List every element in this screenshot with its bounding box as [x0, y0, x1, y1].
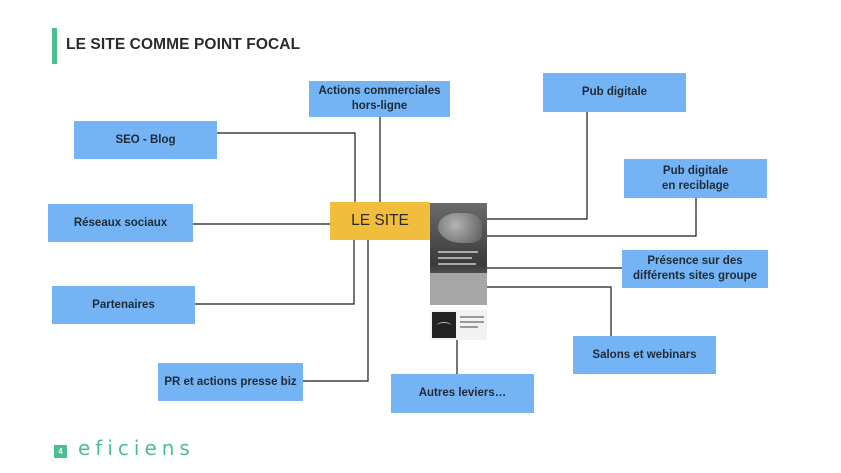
page-number: 4	[54, 445, 67, 458]
node-presence-sites-groupe: Présence sur des différents sites groupe	[622, 250, 768, 288]
title-accent-bar	[52, 28, 57, 64]
mock-lower-section	[430, 273, 487, 305]
website-screenshot-image	[430, 203, 487, 305]
connector-pub-ciblage	[487, 198, 697, 237]
connector-salons	[487, 286, 612, 336]
website-thumbnail-image	[430, 310, 487, 340]
mock-text-line	[438, 251, 478, 253]
page-title: LE SITE COMME POINT FOCAL	[66, 36, 301, 53]
mock-text-line	[460, 321, 484, 323]
node-salons-webinars: Salons et webinars	[573, 336, 716, 374]
node-pr-actions-presse: PR et actions presse biz	[158, 363, 303, 401]
thumbnail-dark-image	[432, 312, 456, 338]
connector-pub	[487, 112, 588, 220]
brand-logo: eficiens	[78, 436, 195, 460]
node-autres-leviers: Autres leviers…	[391, 374, 534, 413]
center-node-le-site: LE SITE	[330, 202, 430, 240]
mock-text-line	[438, 263, 476, 265]
node-seo-blog: SEO - Blog	[74, 121, 217, 159]
connector-seo	[217, 132, 356, 202]
node-pub-digitale: Pub digitale	[543, 73, 686, 112]
node-pub-digitale-reciblage: Pub digitale en reciblage	[624, 159, 767, 198]
node-actions-commerciales: Actions commerciales hors-ligne	[309, 81, 450, 117]
hand-image	[438, 213, 482, 243]
node-partenaires: Partenaires	[52, 286, 195, 324]
connector-pr	[303, 240, 369, 382]
mock-text-line	[460, 326, 478, 328]
node-reseaux-sociaux: Réseaux sociaux	[48, 204, 193, 242]
mock-text-line	[460, 316, 484, 318]
connector-partenaires	[195, 240, 355, 305]
mock-text-line	[438, 257, 472, 259]
